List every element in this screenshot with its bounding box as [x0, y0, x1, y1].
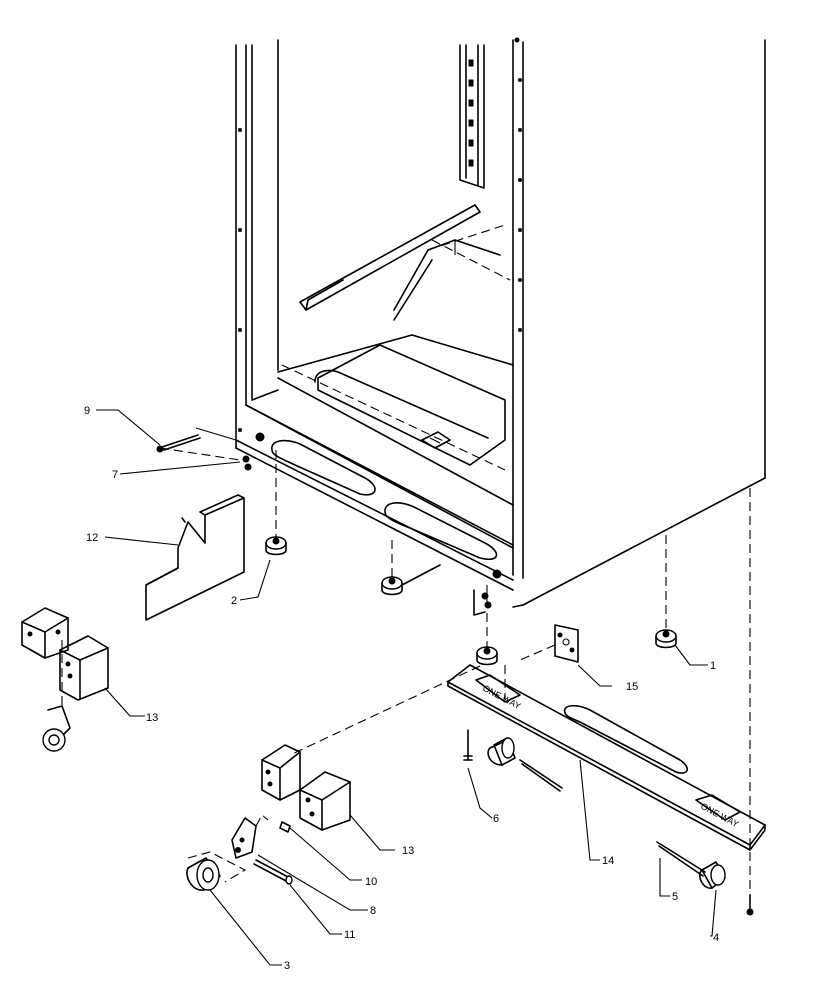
part-12-foam-block	[145, 494, 245, 621]
part-9-screw	[156, 434, 201, 453]
part-3-caster-wheel	[186, 857, 221, 891]
callout-7: 7	[112, 469, 118, 481]
leader-lines	[96, 409, 717, 966]
cabinet	[235, 37, 766, 608]
callout-1: 1	[710, 660, 716, 672]
part-5-axle	[656, 841, 706, 877]
callout-5: 5	[672, 891, 678, 903]
part-11-axle	[253, 859, 293, 885]
part-4-roller	[698, 861, 726, 889]
callout-10: 10	[365, 876, 377, 888]
callout-12: 12	[86, 532, 98, 544]
part-center-foot	[381, 564, 441, 596]
part-14-roller	[487, 737, 563, 792]
callout-15: 15	[626, 681, 638, 693]
callout-2: 2	[231, 595, 237, 607]
part-7-nut	[242, 455, 252, 471]
callout-11: 11	[344, 929, 355, 941]
callout-14: 14	[602, 855, 614, 867]
part-long-screw	[746, 894, 754, 916]
callout-13-left: 13	[146, 712, 158, 724]
connector-lines	[61, 427, 751, 900]
part-1-leveling-foot	[655, 629, 677, 649]
callout-4: 4	[713, 932, 719, 944]
callout-9: 9	[84, 405, 90, 417]
part-13-left-bracket	[21, 607, 109, 752]
part-6-screw	[463, 729, 473, 761]
callout-labels: 9 7 12 2 13 1 15 6 14 13 10 8 11 3 5 4	[84, 405, 719, 972]
callout-8: 8	[370, 905, 376, 917]
part-15-bracket	[554, 624, 579, 663]
part-2-leveling-foot	[265, 536, 287, 556]
callout-13-center: 13	[402, 845, 414, 857]
part-13-center-bracket	[187, 744, 351, 883]
part-foot-front	[473, 589, 498, 666]
callout-3: 3	[284, 960, 290, 972]
callout-6: 6	[493, 813, 499, 825]
